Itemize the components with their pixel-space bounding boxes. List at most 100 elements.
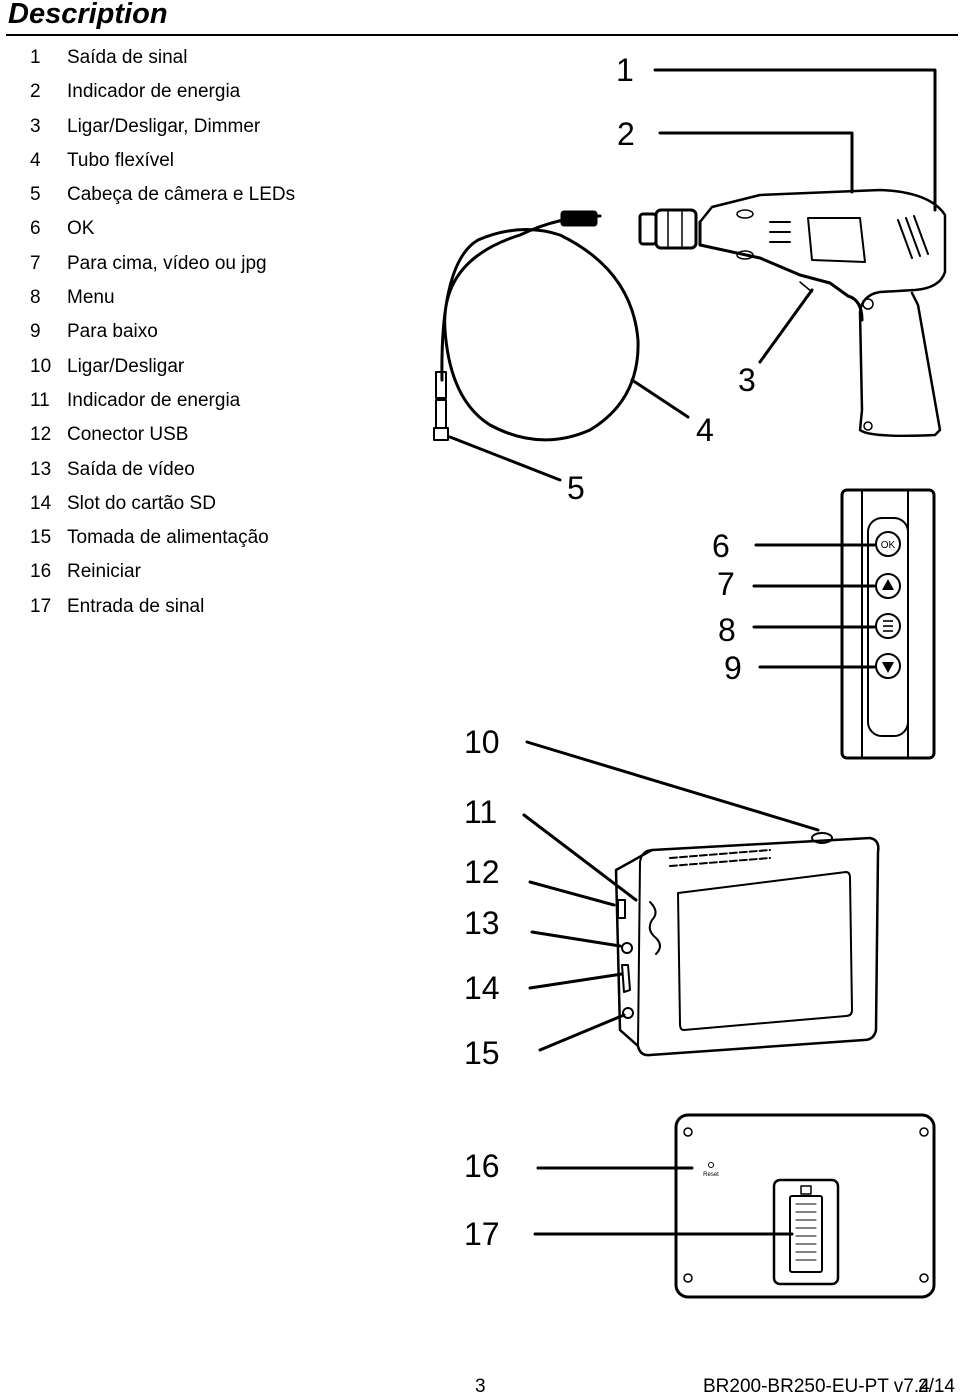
page-count: 2/14 [918,1376,955,1397]
item-label: Para cima, vídeo ou jpg [67,252,267,274]
callout-5: 5 [567,470,585,506]
monitor-unit [614,832,880,1057]
leader-line-1 [653,68,937,212]
list-item: 5 Cabeça de câmera e LEDs [30,181,295,215]
button-panel [840,488,936,760]
reset-hole [708,1162,714,1168]
callout-1: 1 [616,52,634,88]
item-label: Reiniciar [67,561,141,583]
leader-line-4 [630,378,690,419]
up-arrow-icon [882,579,894,590]
tube-connector [560,210,598,227]
item-number: 3 [30,115,41,137]
leader-line-3 [758,288,814,364]
item-number: 6 [30,218,41,240]
flexible-tube [440,214,640,442]
menu-button [875,613,901,639]
callout-15: 15 [464,1035,500,1071]
callout-14: 14 [464,970,500,1006]
callout-16: 16 [464,1148,500,1184]
list-item: 3 Ligar/Desligar, Dimmer [30,113,295,147]
page-number: 3 [475,1376,486,1397]
callout-9: 9 [724,650,742,686]
list-item: 9 Para baixo [30,318,295,352]
item-label: Para baixo [67,321,158,343]
item-number: 15 [30,527,52,549]
item-number: 10 [30,355,52,377]
up-button [875,573,901,599]
camera-head-body [435,371,447,399]
item-number: 9 [30,321,41,343]
document-id: BR200-BR250-EU-PT v7.4 [703,1376,930,1397]
item-label: Cabeça de câmera e LEDs [67,184,296,206]
monitor-back-panel [674,1113,936,1299]
leader-line-11 [522,813,638,902]
reset-label: Reset [703,1172,719,1178]
callout-3: 3 [738,362,756,398]
list-item: 11 Indicador de energia [30,387,295,421]
callout-6: 6 [712,528,730,564]
callout-12: 12 [464,854,500,890]
list-item: 14 Slot do cartão SD [30,490,295,524]
item-label: Saída de sinal [67,47,188,68]
camera-head-led [433,427,449,441]
leader-line-14 [528,972,624,990]
leader-line-12 [528,880,616,907]
leader-line-15 [538,1013,626,1052]
ok-button [875,531,901,557]
list-item: 4 Tubo flexível [30,147,295,181]
callout-10: 10 [464,724,500,760]
callout-8: 8 [718,612,736,648]
menu-lines-icon [883,620,893,632]
leader-line-13 [530,930,622,948]
list-item: 16 Reiniciar [30,558,295,592]
callout-2: 2 [617,116,635,152]
item-number: 13 [30,458,52,480]
page-title: Description [8,0,168,30]
item-number: 5 [30,184,41,206]
item-number: 14 [30,492,52,514]
list-item: 6 OK [30,215,295,249]
item-number: 1 [30,47,41,68]
callout-13: 13 [464,905,500,941]
leader-line-2 [658,131,854,194]
inspection-camera-handset [638,188,947,438]
list-item: 13 Saída de vídeo [30,456,295,490]
item-label: Menu [67,287,115,309]
callout-17: 17 [464,1216,500,1252]
item-number: 11 [30,389,50,411]
list-item: 10 Ligar/Desligar [30,353,295,387]
item-label: Tubo flexível [67,149,175,171]
item-number: 4 [30,149,41,171]
item-label: Indicador de energia [67,389,241,411]
item-label: Saída de vídeo [67,458,195,480]
item-label: Ligar/Desligar, Dimmer [67,115,261,137]
ok-button-label: OK [881,540,896,551]
item-label: Slot do cartão SD [67,492,216,514]
leader-line-10 [525,740,820,832]
signal-input-socket [772,1178,840,1286]
leader-line-5 [448,435,562,482]
item-number: 17 [30,595,52,617]
item-label: Indicador de energia [67,81,241,103]
button-glyphs: OK Reset [703,540,895,1178]
item-number: 8 [30,287,41,309]
item-label: OK [67,218,95,240]
item-number: 12 [30,424,52,446]
item-number: 16 [30,561,52,583]
callout-11: 11 [464,794,498,830]
list-item: 8 Menu [30,284,295,318]
title-underline [6,34,958,36]
list-item: 1 Saída de sinal [30,44,295,78]
callout-4: 4 [696,412,714,448]
callout-7: 7 [717,566,735,602]
list-item: 15 Tomada de alimentação [30,524,295,558]
item-label: Tomada de alimentação [67,527,269,549]
item-label: Ligar/Desligar [67,355,185,377]
